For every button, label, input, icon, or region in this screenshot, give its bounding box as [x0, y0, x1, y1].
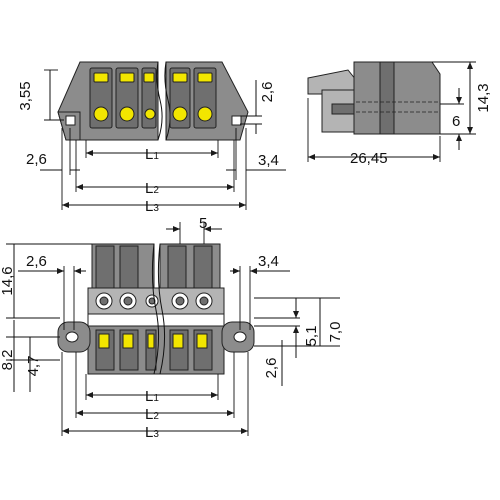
bottom-view: 5 2,6 3,4 14,6 8,2 4,7	[0, 215, 344, 441]
side-slot	[331, 103, 357, 115]
clamp-openings	[93, 106, 213, 122]
side-housing	[353, 61, 441, 135]
dim-3-55: 3,55	[17, 81, 34, 110]
dim-L3-top: L3	[145, 198, 159, 215]
dim-6: 6	[452, 113, 460, 130]
dim-L2-top: L2	[145, 180, 159, 197]
release-buttons-upper	[93, 72, 213, 83]
side-view: 14,3 6 26,45	[307, 61, 492, 167]
dim-pitch-5: 5	[199, 215, 207, 232]
break-line-left	[156, 61, 163, 141]
dim-7-0: 7,0	[327, 322, 344, 343]
mount-hole-right	[231, 115, 242, 126]
dim-L1-bottom: L1	[145, 388, 159, 405]
dim-2-6-top: 2,6	[26, 151, 47, 168]
dim-4-7: 4,7	[25, 356, 42, 377]
dim-3-4-bottom: 3,4	[258, 253, 279, 270]
dim-3-4-top: 3,4	[258, 152, 279, 169]
bottom-pins	[95, 329, 213, 371]
flange-hole-left	[65, 331, 79, 343]
dim-L3-bottom: L3	[145, 424, 159, 441]
dim-14-6: 14,6	[0, 266, 16, 295]
bottom-latches	[95, 245, 213, 291]
top-front-view: 3,55 2,6 2,6 3,4 L1 L2 L3	[17, 61, 286, 215]
mount-hole-left	[65, 115, 76, 126]
dim-L2-bottom: L2	[145, 406, 159, 423]
dim-5-1: 5,1	[303, 326, 320, 347]
flange-hole-right	[233, 331, 247, 343]
dim-L1-top: L1	[145, 146, 159, 163]
dim-2-6-top-right: 2,6	[259, 82, 276, 103]
break-bottom-left	[151, 243, 160, 375]
side-button	[379, 61, 395, 135]
label-strip	[87, 313, 225, 327]
break-line-right	[164, 61, 171, 141]
break-bottom-right	[157, 243, 166, 375]
dim-2-6-bottom: 2,6	[26, 253, 47, 270]
dim-8-2: 8,2	[0, 350, 16, 371]
dim-14-3: 14,3	[475, 83, 492, 112]
dim-26-45: 26,45	[350, 150, 388, 167]
dim-2-6-bottom-right: 2,6	[263, 358, 280, 379]
